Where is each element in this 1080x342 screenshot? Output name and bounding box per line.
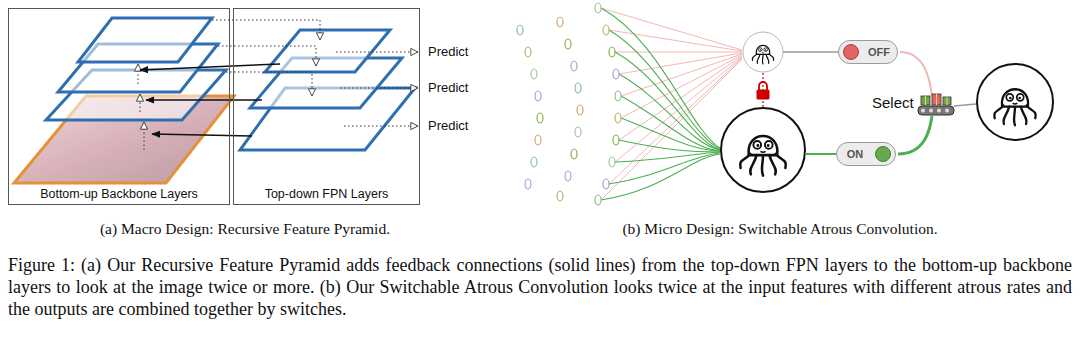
- label-anchor: Predict: [428, 44, 468, 59]
- label-anchor: Predict: [428, 118, 468, 133]
- small-octopus: [743, 32, 783, 72]
- predict-label: Predict: [428, 44, 468, 59]
- panel-box: Bottom-up Backbone Layers: [8, 8, 230, 205]
- predict-label: Predict: [428, 80, 468, 95]
- panel-label: Bottom-up Backbone Layers: [38, 187, 200, 201]
- subfigure-caption: (a) Macro Design: Recursive Feature Pyra…: [10, 220, 480, 238]
- switch-label: OFF: [865, 46, 893, 58]
- fpn-planes: [240, 30, 415, 150]
- switch-pill: ON: [836, 142, 896, 166]
- figure-caption: Figure 1: (a) Our Recursive Feature Pyra…: [8, 254, 1072, 320]
- switch-knob: [843, 44, 859, 60]
- input-feature-lines-on: [601, 8, 720, 200]
- switch-label: ON: [841, 148, 869, 160]
- panel-label: Top-down FPN Layers: [263, 187, 391, 201]
- label-anchor: Select: [872, 94, 914, 111]
- input-feature-lines-off: [601, 8, 742, 200]
- input-features: [517, 3, 621, 205]
- select-label: Select: [872, 94, 914, 111]
- caption-anchor: Figure 1: (a) Our Recursive Feature Pyra…: [8, 254, 1072, 320]
- switch-pill: OFF: [838, 40, 898, 64]
- label-anchor: (a) Macro Design: Recursive Feature Pyra…: [10, 220, 480, 238]
- bottom-up-arrows: [138, 64, 144, 150]
- predict-label: Predict: [428, 118, 468, 133]
- feedback-arrows: [140, 64, 280, 136]
- output-octopus: [977, 64, 1053, 140]
- label-anchor: (b) Micro Design: Switchable Atrous Conv…: [560, 220, 1000, 238]
- lateral-dotted-lines: [212, 20, 418, 126]
- switch-wires: [783, 52, 976, 154]
- label-anchor: Predict: [428, 80, 468, 95]
- subfigure-caption: (b) Micro Design: Switchable Atrous Conv…: [560, 220, 1000, 238]
- large-octopus: [721, 108, 805, 192]
- lock: [757, 73, 770, 108]
- select-conveyor: [918, 94, 954, 115]
- panel-box: Top-down FPN Layers: [233, 8, 420, 205]
- switch-knob: [875, 146, 891, 162]
